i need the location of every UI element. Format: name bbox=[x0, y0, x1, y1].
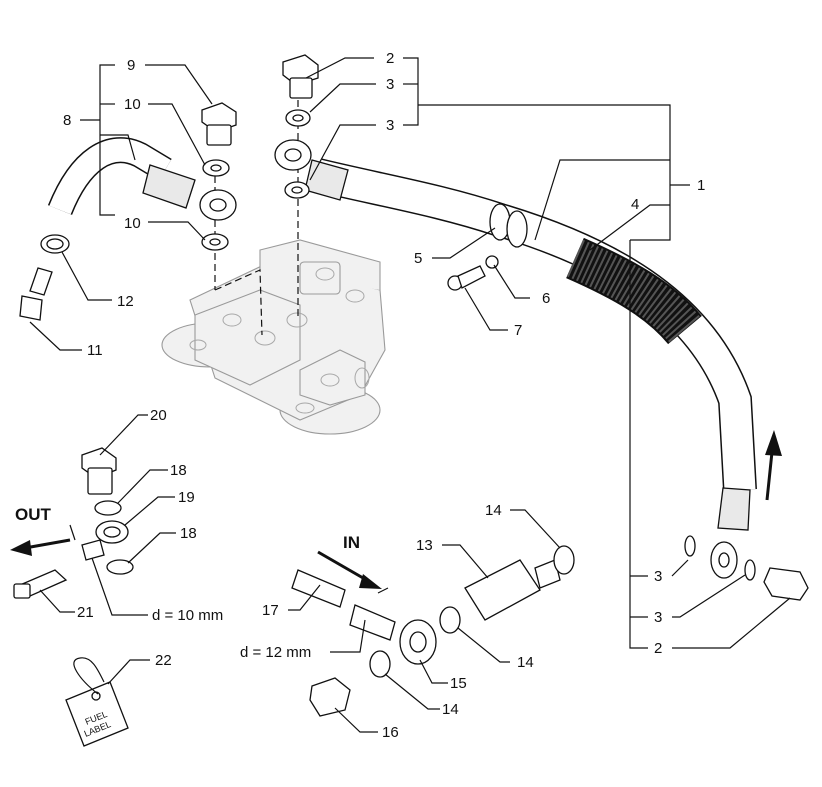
washer-6 bbox=[485, 255, 499, 269]
callout-7: 7 bbox=[514, 322, 522, 339]
leader-lines bbox=[29, 57, 791, 733]
washer-10b-hole bbox=[209, 238, 221, 246]
callout-10-a: 10 bbox=[124, 96, 141, 113]
label-d12: d = 12 mm bbox=[240, 644, 311, 661]
callout-10-b: 10 bbox=[124, 215, 141, 232]
callout-5: 5 bbox=[414, 250, 422, 267]
washer-3d bbox=[744, 559, 756, 581]
callout-3-lower-a: 3 bbox=[654, 568, 662, 585]
out-fitting-group bbox=[10, 447, 134, 599]
callout-3-lower-b: 3 bbox=[654, 609, 662, 626]
callout-8: 8 bbox=[63, 112, 71, 129]
callout-3-top-b: 3 bbox=[386, 117, 394, 134]
callout-14-a: 14 bbox=[485, 502, 502, 519]
washer-3c bbox=[684, 535, 696, 557]
washer-3a-hole bbox=[292, 114, 304, 122]
assembly-center-lines bbox=[214, 100, 299, 336]
callout-15: 15 bbox=[450, 675, 467, 692]
callout-9: 9 bbox=[127, 57, 135, 74]
hose-clamp-12 bbox=[40, 234, 70, 254]
label-out: OUT bbox=[15, 505, 52, 524]
banjo-fitting-lower bbox=[710, 541, 738, 579]
callout-11: 11 bbox=[87, 342, 103, 359]
callout-13: 13 bbox=[416, 537, 433, 554]
callout-22: 22 bbox=[155, 652, 172, 669]
callout-14-c: 14 bbox=[442, 701, 459, 718]
filter-head-housing bbox=[161, 239, 386, 435]
callout-20: 20 bbox=[150, 407, 167, 424]
callout-16: 16 bbox=[382, 724, 399, 741]
screw-7 bbox=[447, 265, 486, 291]
label-in: IN bbox=[343, 533, 360, 552]
callout-12: 12 bbox=[117, 293, 134, 310]
callout-1: 1 bbox=[697, 177, 705, 194]
callout-14-b: 14 bbox=[517, 654, 534, 671]
label-d10: d = 10 mm bbox=[152, 607, 223, 624]
washer-3b-hole bbox=[291, 186, 303, 194]
banjo-fitting-main bbox=[274, 139, 312, 171]
callout-6: 6 bbox=[542, 290, 550, 307]
callout-3-top-a: 3 bbox=[386, 76, 394, 93]
banjo-bolt-9 bbox=[201, 102, 237, 146]
callout-numbers: 2 3 3 1 4 5 6 7 8 9 10 10 11 12 13 14 14… bbox=[15, 50, 705, 741]
fuel-label-tag: FUEL LABEL bbox=[65, 657, 129, 747]
flow-arrow-up bbox=[765, 430, 782, 501]
callout-17: 17 bbox=[262, 602, 279, 619]
callout-2-lower: 2 bbox=[654, 640, 662, 657]
callout-2-top: 2 bbox=[386, 50, 394, 67]
callout-18-a: 18 bbox=[170, 462, 187, 479]
hose-nipple-11 bbox=[19, 267, 53, 321]
callout-4: 4 bbox=[631, 196, 639, 213]
main-fuel-hose bbox=[304, 158, 757, 531]
banjo-bolt-2-lower bbox=[763, 567, 809, 601]
banjo-bolt-2 bbox=[282, 54, 319, 99]
callout-18-b: 18 bbox=[180, 525, 197, 542]
washer-10a-hole bbox=[210, 164, 222, 172]
in-fitting-group bbox=[291, 545, 575, 717]
callout-21: 21 bbox=[77, 604, 94, 621]
callout-19: 19 bbox=[178, 489, 195, 506]
